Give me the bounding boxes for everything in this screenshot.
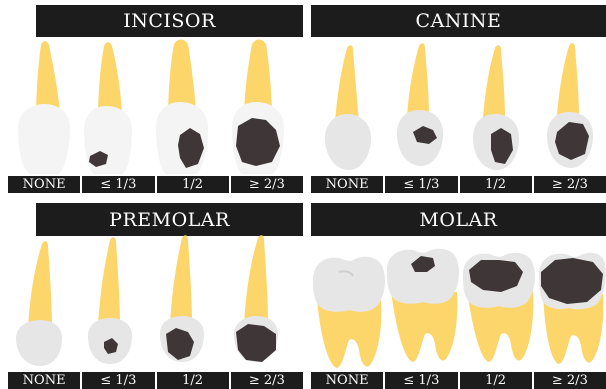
canine-tooth-none	[325, 45, 371, 170]
molar-labels: NONE ≤ 1/3 1/2 ≥ 2/3	[311, 372, 606, 389]
molar-label-one-third: ≤ 1/3	[385, 372, 457, 389]
incisor-panel: INCISOR NONE ≤ 1/3 1/2 ≥ 2/3	[0, 0, 303, 195]
molar-label-half: 1/2	[460, 372, 532, 389]
molar-label-none: NONE	[311, 372, 383, 389]
premolar-labels: NONE ≤ 1/3 1/2 ≥ 2/3	[8, 372, 303, 389]
canine-tooth-half	[473, 45, 519, 170]
incisor-label-one-third: ≤ 1/3	[82, 176, 154, 193]
premolar-panel: PREMOLAR NONE ≤ 1/3 1/2 ≥ 2/3	[0, 200, 303, 389]
molar-tooth-none	[313, 257, 385, 368]
incisor-teeth	[0, 0, 303, 176]
incisor-label-half: 1/2	[157, 176, 229, 193]
molar-tooth-half	[463, 253, 535, 362]
canine-label-none: NONE	[311, 176, 383, 193]
molar-tooth-two-thirds	[539, 253, 606, 364]
canine-tooth-one-third	[397, 43, 443, 166]
premolar-tooth-one-third	[88, 237, 132, 364]
canine-label-one-third: ≤ 1/3	[385, 176, 457, 193]
incisor-tooth-half	[156, 40, 208, 175]
canine-labels: NONE ≤ 1/3 1/2 ≥ 2/3	[311, 176, 606, 193]
canine-panel: CANINE NONE ≤ 1/3 1/2 ≥ 2/3	[311, 0, 606, 195]
incisor-tooth-two-thirds	[232, 40, 284, 175]
incisor-labels: NONE ≤ 1/3 1/2 ≥ 2/3	[8, 176, 303, 193]
canine-teeth	[311, 0, 606, 176]
premolar-label-one-third: ≤ 1/3	[82, 372, 154, 389]
premolar-label-half: 1/2	[157, 372, 229, 389]
premolar-teeth	[0, 200, 303, 372]
canine-label-half: 1/2	[460, 176, 532, 193]
canine-tooth-two-thirds	[547, 43, 593, 168]
premolar-label-none: NONE	[8, 372, 80, 389]
premolar-tooth-two-thirds	[234, 235, 278, 362]
incisor-tooth-one-third	[84, 42, 132, 174]
molar-label-two-thirds: ≥ 2/3	[534, 372, 606, 389]
molar-teeth	[311, 200, 606, 372]
molar-tooth-one-third	[387, 249, 459, 362]
incisor-label-two-thirds: ≥ 2/3	[231, 176, 303, 193]
molar-panel: MOLAR NONE ≤ 1/3 1/2 ≥ 2/3	[311, 200, 606, 389]
incisor-label-none: NONE	[8, 176, 80, 193]
canine-label-two-thirds: ≥ 2/3	[534, 176, 606, 193]
incisor-tooth-none	[18, 41, 70, 174]
premolar-label-two-thirds: ≥ 2/3	[231, 372, 303, 389]
premolar-tooth-half	[160, 235, 204, 362]
premolar-tooth-none	[16, 241, 62, 366]
